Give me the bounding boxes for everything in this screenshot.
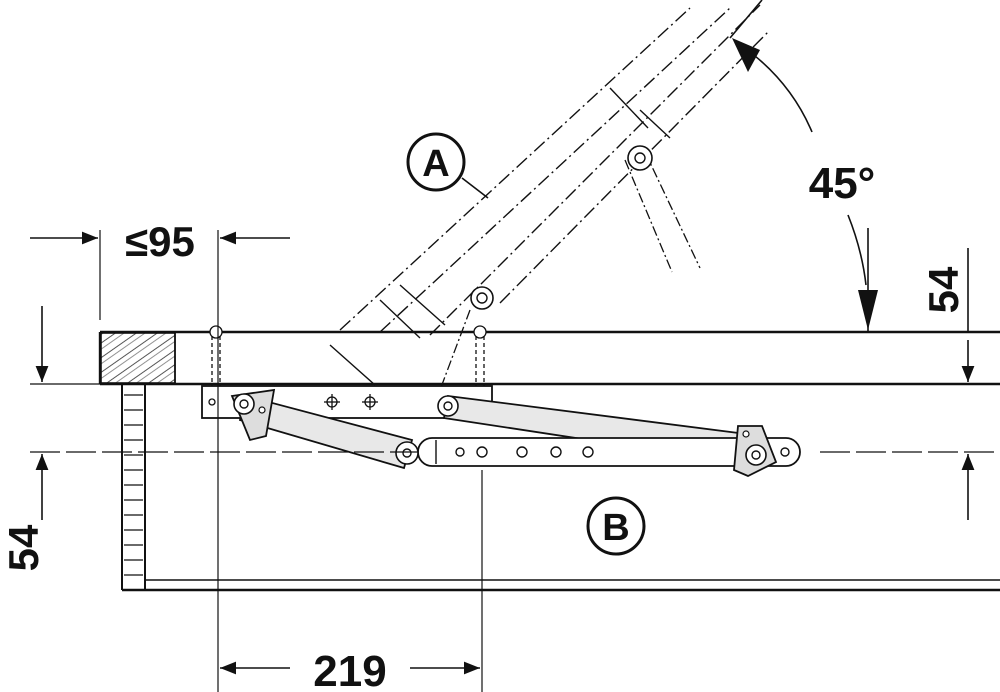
bar-holes — [455, 446, 790, 458]
stay-arm-open — [439, 151, 701, 391]
left-offset-label: ≤95 — [125, 218, 195, 265]
callout-b-label: B — [602, 507, 629, 549]
callout-a-label: A — [422, 143, 449, 185]
plate-screws — [208, 394, 378, 410]
pivot-upper — [627, 145, 653, 171]
lid-screw-left — [209, 325, 223, 386]
angle-arrow-top — [732, 38, 760, 72]
bracket-screw — [258, 406, 266, 414]
pivot-right — [745, 444, 767, 466]
bottom-width-label: 219 — [313, 647, 386, 692]
pivot-short-arm — [395, 441, 419, 465]
lid-open-edges — [329, 87, 671, 386]
right-bracket-screw — [742, 430, 750, 438]
cabinet-side-wall — [121, 385, 1000, 592]
wood-block — [100, 332, 176, 384]
callout-a: A — [406, 132, 466, 192]
pivot-left — [233, 393, 255, 415]
pivot-plate-right — [437, 395, 459, 417]
lid-screw-right — [473, 325, 487, 386]
angle-label: 45° — [809, 159, 876, 208]
left-height-label: 54 — [0, 524, 47, 571]
reference-lines — [30, 230, 1000, 692]
lid-open-outline — [339, 4, 771, 336]
pivot-middle — [470, 286, 494, 310]
side-wall-hatching — [124, 394, 143, 576]
top-height-label: 54 — [920, 266, 967, 313]
callout-b: B — [586, 496, 646, 556]
callout-a-leader — [461, 177, 489, 199]
lid-closed — [98, 330, 1000, 386]
angle-arrow-bottom — [858, 290, 878, 330]
